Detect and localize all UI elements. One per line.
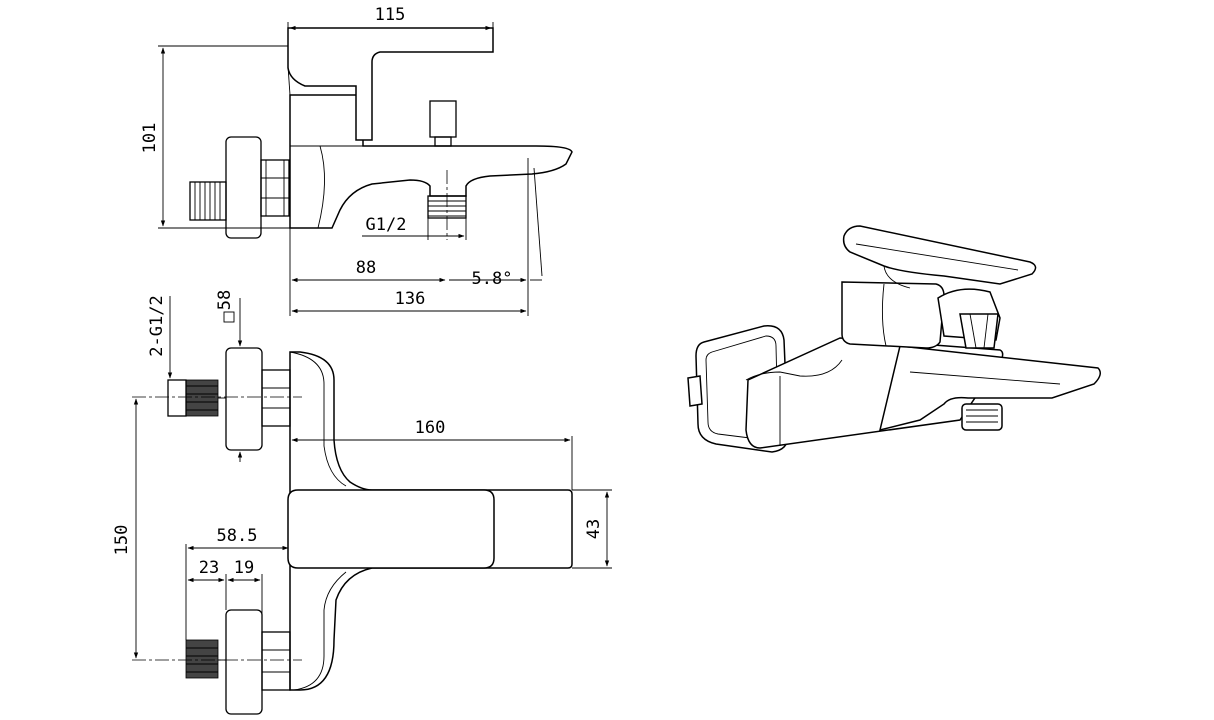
dim-g12: G1/2: [362, 215, 467, 240]
dim-g12-label: G1/2: [366, 215, 407, 235]
dim-angle-label: 5.8°: [472, 269, 513, 289]
dim-19-label: 19: [234, 558, 254, 578]
side-hex-nut: [260, 159, 290, 217]
side-handle: [287, 27, 494, 141]
dim-150-label: 150: [112, 525, 132, 556]
dim-585: 58.5: [185, 526, 289, 640]
dim-88: 88: [289, 228, 446, 316]
side-view: [189, 27, 573, 240]
dim-58: 58: [215, 290, 243, 462]
side-inlet-thread: [189, 181, 227, 221]
side-body: [289, 94, 573, 229]
dim-115-label: 115: [375, 5, 406, 25]
dim-58-label: 58: [215, 290, 235, 310]
dim-150: 150: [112, 398, 139, 659]
dim-160-label: 160: [415, 418, 446, 438]
dim-2g12: 2-G1/2: [147, 295, 173, 379]
iso-handle: [842, 225, 1037, 285]
dim-585-label: 58.5: [217, 526, 258, 546]
iso-outlet-thread: [961, 403, 1003, 431]
dim-136: 136: [291, 289, 527, 314]
top-upper-inlet: [167, 347, 291, 451]
top-lever: [287, 489, 495, 569]
iso-inlet-stub: [687, 375, 703, 407]
dim-angle: 5.8°: [449, 158, 543, 316]
dim-101: 101: [140, 45, 290, 229]
dim-43: 43: [572, 489, 612, 569]
top-view: [132, 347, 573, 715]
iso-spout: [878, 345, 1101, 432]
dim-115: 115: [287, 5, 494, 60]
side-diverter-knob: [429, 100, 457, 147]
dim-88-label: 88: [356, 258, 376, 278]
iso-neck: [841, 281, 945, 349]
isometric-view: [687, 225, 1101, 453]
top-lower-inlet: [185, 609, 291, 715]
dim-23-label: 23: [199, 558, 219, 578]
dim-160: 160: [291, 418, 573, 490]
square-symbol: [223, 311, 235, 323]
dim-101-label: 101: [140, 123, 160, 154]
dim-2g12-label: 2-G1/2: [147, 295, 167, 356]
side-escutcheon: [225, 136, 262, 239]
iso-diverter-knob: [959, 313, 999, 349]
dim-23-19: 23 19: [187, 558, 263, 632]
dim-136-label: 136: [395, 289, 426, 309]
dim-43-label: 43: [584, 519, 604, 539]
